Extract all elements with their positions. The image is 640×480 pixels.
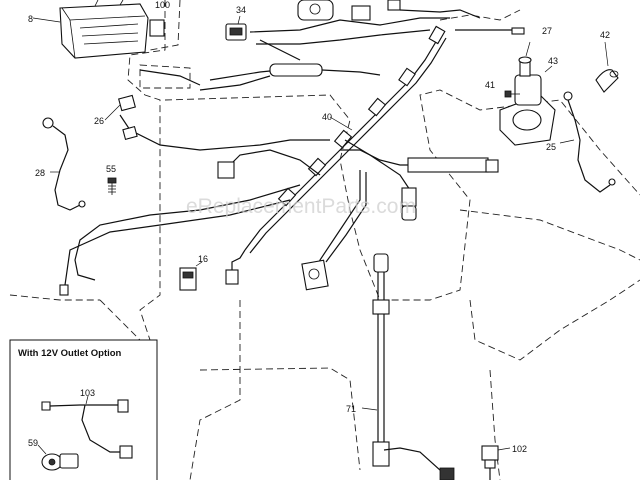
cable-25 xyxy=(559,91,616,193)
inset-title: With 12V Outlet Option xyxy=(18,348,122,359)
callout-42: 42 xyxy=(600,30,610,40)
top-connectors xyxy=(249,0,525,45)
terminal-boot-42 xyxy=(595,41,619,93)
connector-26 xyxy=(104,94,138,141)
callout-25: 25 xyxy=(546,142,556,152)
callout-27: 27 xyxy=(542,26,552,36)
callout-28: 28 xyxy=(35,168,45,178)
watermark: eReplacementParts.com xyxy=(186,195,416,218)
callout-labels: 8 100 34 27 42 43 41 25 26 40 28 55 16 7… xyxy=(18,0,610,454)
callout-55: 55 xyxy=(106,164,116,174)
callout-40: 40 xyxy=(322,112,332,122)
callout-59: 59 xyxy=(28,438,38,448)
main-harness xyxy=(225,25,447,285)
bolt-55 xyxy=(107,177,117,195)
callout-103: 103 xyxy=(80,388,95,398)
callout-43: 43 xyxy=(548,56,558,66)
ground-cable-28 xyxy=(42,117,86,211)
solenoid-43 xyxy=(499,41,556,146)
relay-16 xyxy=(179,261,203,291)
battery-tray xyxy=(32,0,165,59)
callout-100: 100 xyxy=(155,0,170,10)
fuse-holder xyxy=(139,39,381,91)
callout-71: 71 xyxy=(346,404,356,414)
callout-16: 16 xyxy=(198,254,208,264)
rear-harness-71 xyxy=(361,253,455,480)
callout-41: 41 xyxy=(485,80,495,90)
callout-34: 34 xyxy=(236,5,246,15)
callout-8: 8 xyxy=(28,14,33,24)
callout-26: 26 xyxy=(94,116,104,126)
callout-102: 102 xyxy=(512,444,527,454)
switch-34 xyxy=(225,15,247,41)
bolt-41 xyxy=(504,90,520,98)
harness-branches xyxy=(59,114,499,296)
switch-102 xyxy=(481,445,511,480)
inset-12v-outlet xyxy=(9,339,158,480)
